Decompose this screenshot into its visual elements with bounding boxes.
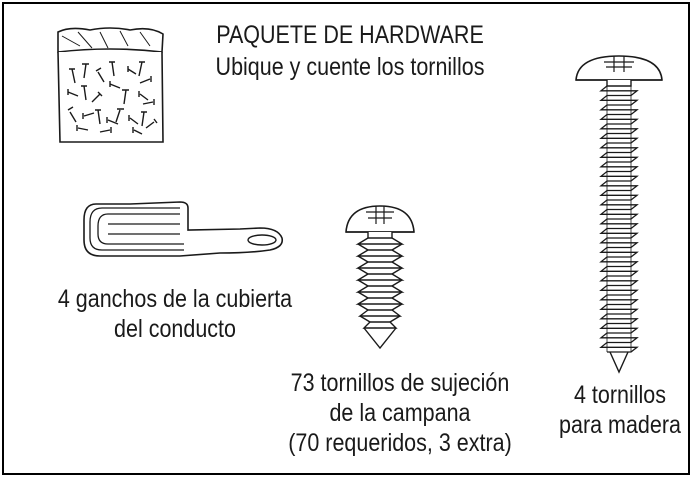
page-title: PAQUETE DE HARDWARE (216, 21, 484, 49)
hardware-bag-icon (57, 27, 164, 143)
hood-screws-caption-line3: (70 requeridos, 3 extra) (288, 429, 512, 457)
duct-hook-icon (83, 201, 284, 257)
hood-screws-caption-line2: de la campana (329, 399, 471, 427)
wood-screw-icon (575, 55, 663, 374)
hooks-caption-line1: 4 ganchos de la cubierta (57, 285, 293, 313)
hood-screw-icon (345, 205, 415, 350)
wood-screws-caption-line2: para madera (559, 411, 681, 439)
page-subtitle: Ubique y cuente los tornillos (215, 53, 485, 81)
wood-screws-caption-line1: 4 tornillos (573, 381, 667, 409)
hood-screws-caption-line1: 73 tornillos de sujeción (290, 369, 510, 397)
hooks-caption-line2: del conducto (114, 315, 236, 343)
